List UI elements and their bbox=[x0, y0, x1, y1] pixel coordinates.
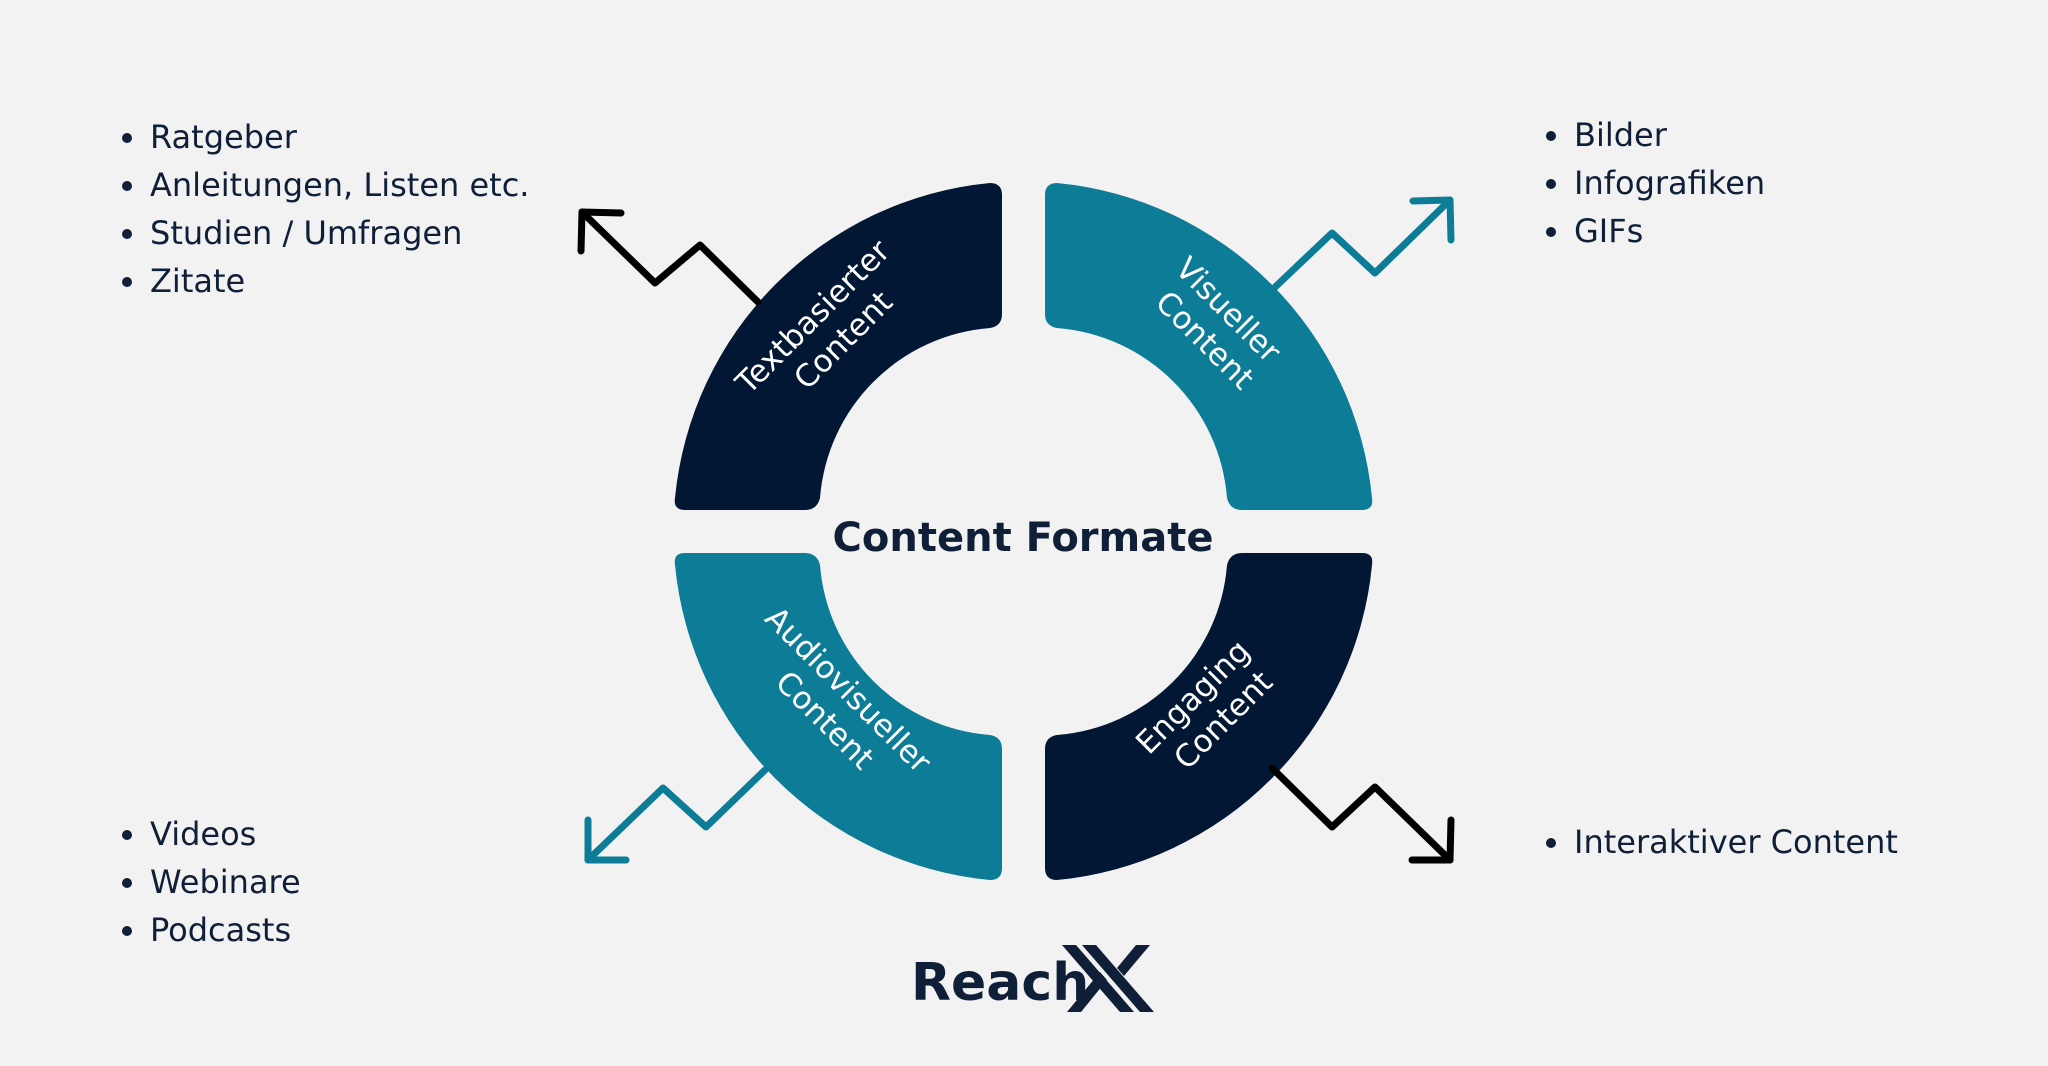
list-item: Bilder bbox=[1544, 111, 1765, 159]
list-item: Infografiken bbox=[1544, 159, 1765, 207]
zigzag-arrow-up-right-icon bbox=[1268, 196, 1455, 294]
list-item: Anleitungen, Listen etc. bbox=[120, 161, 529, 209]
list-item: Interaktiver Content bbox=[1544, 818, 1898, 866]
list-item: Webinare bbox=[120, 858, 301, 906]
segment-audiovisual-content bbox=[674, 553, 1002, 880]
list-item: Zitate bbox=[120, 257, 529, 305]
brand-name: Reach bbox=[911, 953, 1089, 1013]
x-logo-icon bbox=[1062, 945, 1154, 1012]
brand-logo: Reach bbox=[911, 945, 1154, 1013]
zigzag-arrow-up-left-icon bbox=[577, 208, 762, 306]
list-item: Podcasts bbox=[120, 906, 301, 954]
list-item: Studien / Umfragen bbox=[120, 209, 529, 257]
segment-text-content bbox=[674, 183, 1002, 510]
list-item: Videos bbox=[120, 810, 301, 858]
zigzag-arrow-down-left-icon bbox=[584, 766, 769, 864]
zigzag-arrow-down-right-icon bbox=[1268, 764, 1455, 864]
center-title: Content Formate bbox=[833, 515, 1214, 561]
list-item: GIFs bbox=[1544, 207, 1765, 255]
segment-visual-content bbox=[1045, 183, 1373, 510]
segment-engaging-content bbox=[1045, 553, 1373, 880]
engaging-content-list: Interaktiver Content bbox=[1544, 818, 1898, 866]
list-item: Ratgeber bbox=[120, 113, 529, 161]
